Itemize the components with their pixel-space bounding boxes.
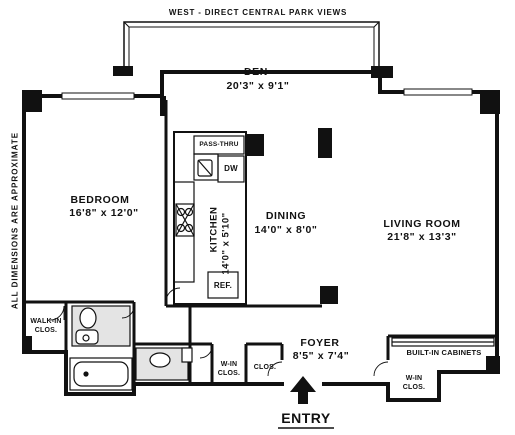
den-name: DEN bbox=[244, 66, 268, 78]
refrigerator-label: REF. bbox=[213, 281, 233, 290]
win-closet-right-2: CLOS. bbox=[402, 384, 426, 391]
built-in-cabinets bbox=[391, 337, 495, 347]
win-closet-center-1: W-IN bbox=[220, 361, 238, 368]
dishwasher-label: DW bbox=[224, 164, 238, 173]
kitchen-fixtures bbox=[173, 131, 247, 305]
pass-thru-label: PASS-THRU bbox=[199, 141, 239, 148]
living-room-dims: 21'8" x 13'3" bbox=[387, 231, 457, 243]
foyer-dims: 8'5" x 7'4" bbox=[292, 350, 350, 362]
columns bbox=[22, 66, 500, 374]
windows bbox=[61, 88, 473, 100]
foyer-name: FOYER bbox=[300, 337, 340, 349]
dining-name: DINING bbox=[265, 210, 307, 222]
views-label: WEST - DIRECT CENTRAL PARK VIEWS bbox=[168, 8, 348, 17]
bedroom-dims: 16'8" x 12'0" bbox=[69, 207, 139, 219]
entry-arrow bbox=[290, 376, 316, 404]
living-room-name: LIVING ROOM bbox=[383, 218, 461, 230]
door-swings bbox=[49, 287, 389, 377]
bathroom bbox=[69, 305, 193, 391]
walkin-closet-label-1: WALK-IN bbox=[30, 318, 62, 325]
kitchen-dims: 14'0" x 5'10" bbox=[220, 212, 232, 275]
bedroom-name: BEDROOM bbox=[70, 194, 130, 206]
win-closet-right-1: W-IN bbox=[405, 375, 423, 382]
win-closet-center-2: CLOS. bbox=[217, 370, 241, 377]
kitchen-name: KITCHEN bbox=[208, 206, 220, 253]
interior-walls bbox=[24, 100, 497, 384]
dimensions-note: ALL DIMENSIONS ARE APPROXIMATE bbox=[10, 131, 20, 310]
dining-dims: 14'0" x 8'0" bbox=[254, 224, 318, 236]
entry-label: ENTRY bbox=[281, 410, 331, 426]
built-in-cabinets-label: BUILT-IN CABINETS bbox=[406, 348, 482, 357]
walkin-closet-label-2: CLOS. bbox=[34, 327, 58, 334]
bay-window bbox=[123, 21, 380, 68]
closet-label: CLOS. bbox=[253, 364, 277, 371]
den-dims: 20'3" x 9'1" bbox=[226, 80, 290, 92]
